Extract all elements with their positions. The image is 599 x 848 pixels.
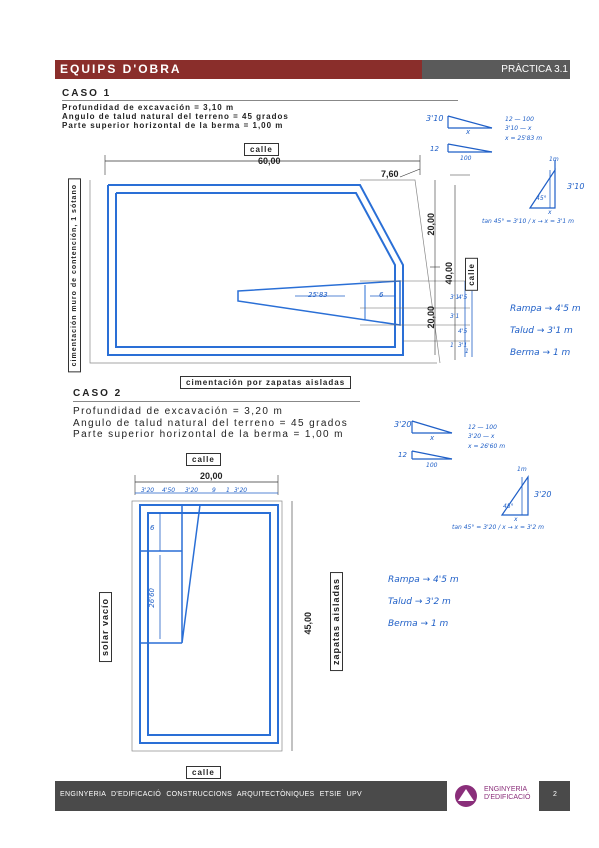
case2-line-1: Profundidad de excavación = 3,20 m <box>73 406 284 417</box>
case2-seg-5: 1 <box>226 487 230 494</box>
c2-ratio-top: 3'20 <box>394 420 412 429</box>
c2-calc-3: x = 26'60 m <box>468 443 506 450</box>
c2-tri-top: 1m <box>517 466 527 473</box>
case2-height-dim: 45,00 <box>303 612 313 635</box>
case1-plan-drawing <box>89 155 473 364</box>
case2-width-dim: 20,00 <box>200 471 223 481</box>
case1-title: CASO 1 <box>62 88 112 99</box>
c1-calc-2: 3'10 — x <box>505 125 532 132</box>
case1-line-1: Profundidad de excavación = 3,10 m <box>62 103 235 112</box>
c1-ratio-100: 100 <box>460 155 472 162</box>
c2-talud: Talud → 3'2 m <box>388 597 451 607</box>
c2-ratio-x: x <box>430 434 435 442</box>
c1-ratio-x: x <box>466 128 471 136</box>
school-logo-icon <box>455 785 477 807</box>
c1-ratio-top: 3'10 <box>426 114 444 123</box>
case1-small-dim-6: 3'1 <box>458 342 468 349</box>
case2-seg-2: 4'50 <box>162 487 176 494</box>
c1-talud: Talud → 3'1 m <box>510 326 573 336</box>
c1-calc-3: x = 25'83 m <box>505 135 543 142</box>
case2-rule <box>73 401 360 402</box>
c1-tri-x: x <box>548 209 552 216</box>
header-practice-bar <box>422 60 570 79</box>
case2-plan-drawing <box>131 475 293 752</box>
case1-width-dim: 60,00 <box>258 156 281 166</box>
header-bar <box>55 60 478 79</box>
case2-line-3: Parte superior horizontal de la berma = … <box>73 429 344 440</box>
c2-calc-1: 12 — 100 <box>468 424 497 431</box>
c2-rampa: Rampa → 4'5 m <box>388 575 459 585</box>
c1-calc-1: 12 — 100 <box>505 116 534 123</box>
c2-tri-x: x <box>514 516 518 523</box>
case1-dim-mid: 40,00 <box>444 262 454 285</box>
footer-logo-text: ENGINYERIA D'EDIFICACIÓ <box>484 786 530 802</box>
c2-calc-2: 3'20 — x <box>468 433 495 440</box>
case1-small-dim-2: 4'5 <box>458 294 468 301</box>
page-title: EQUIPS D'OBRA <box>60 62 182 76</box>
c2-berma: Berma → 1 m <box>388 619 449 629</box>
case2-right-label: zapatas aisladas <box>330 572 343 672</box>
case1-street-label: calle <box>244 143 279 156</box>
c2-tri-angle: 45° <box>503 503 514 510</box>
case2-street-top: calle <box>186 453 221 466</box>
case2-street-bottom: calle <box>186 766 221 779</box>
c1-tri-angle: 45° <box>536 195 547 202</box>
case2-notes-sketch <box>411 420 529 516</box>
practice-label: PRÀCTICA 3.1 <box>501 64 568 75</box>
c2-tri-side: 3'20 <box>534 490 552 499</box>
case2-seg-6: 3'20 <box>234 487 248 494</box>
case2-left-label: solar vacío <box>99 592 112 663</box>
case1-right-street: calle <box>465 258 478 291</box>
case1-left-label: cimentación muro de contención, 1 sótano <box>68 178 81 373</box>
c1-rampa: Rampa → 4'5 m <box>510 304 581 314</box>
case1-small-dim-4: 4'5 <box>458 328 468 335</box>
case2-ramp-a: 6 <box>150 524 155 532</box>
case1-dim-bottom: 20,00 <box>426 306 436 329</box>
case1-ramp-end: 6 <box>379 291 384 299</box>
case1-small-dim-7: 1 <box>465 348 469 355</box>
c1-tan-formula: tan 45° = 3'10 / x → x = 3'1 m <box>482 218 574 225</box>
case1-small-dim-1: 3'1 <box>450 294 460 301</box>
c2-ratio-100: 100 <box>426 462 438 469</box>
case1-notes-sketch <box>447 115 556 209</box>
c1-tri-side: 3'10 <box>567 182 585 191</box>
c2-ratio-12: 12 <box>398 451 407 459</box>
c1-berma: Berma → 1 m <box>510 348 571 358</box>
case2-seg-3: 3'20 <box>185 487 199 494</box>
footer-logo-line-2: D'EDIFICACIÓ <box>484 794 531 801</box>
page-number: 2 <box>553 791 557 798</box>
case1-small-dim-5: 1 <box>450 342 454 349</box>
case2-ramp-b: 26'60 <box>148 588 156 608</box>
c2-tan-formula: tan 45° = 3'20 / x → x = 3'2 m <box>452 524 544 531</box>
case2-seg-1: 3'20 <box>141 487 155 494</box>
footer-logo-line-1: ENGINYERIA <box>484 786 528 793</box>
case1-rule <box>62 100 458 101</box>
case1-bottom-label: cimentación por zapatas aisladas <box>180 376 352 389</box>
case1-line-3: Parte superior horizontal de la berma = … <box>62 121 284 130</box>
case1-offset-dim: 7,60 <box>381 169 399 179</box>
case2-title: CASO 2 <box>73 388 123 399</box>
c1-ratio-12: 12 <box>430 145 439 153</box>
case1-ramp-length: 25'83 <box>308 291 328 299</box>
case1-small-dim-3: 3'1 <box>450 313 460 320</box>
case2-line-2: Angulo de talud natural del terreno = 45… <box>73 418 349 429</box>
c1-tri-top: 1m <box>549 156 559 163</box>
footer-text: ENGINYERIA D'EDIFICACIÓ CONSTRUCCIONS AR… <box>60 791 362 798</box>
case1-line-2: Angulo de talud natural del terreno = 45… <box>62 112 289 121</box>
case2-seg-4: 9 <box>212 487 216 494</box>
